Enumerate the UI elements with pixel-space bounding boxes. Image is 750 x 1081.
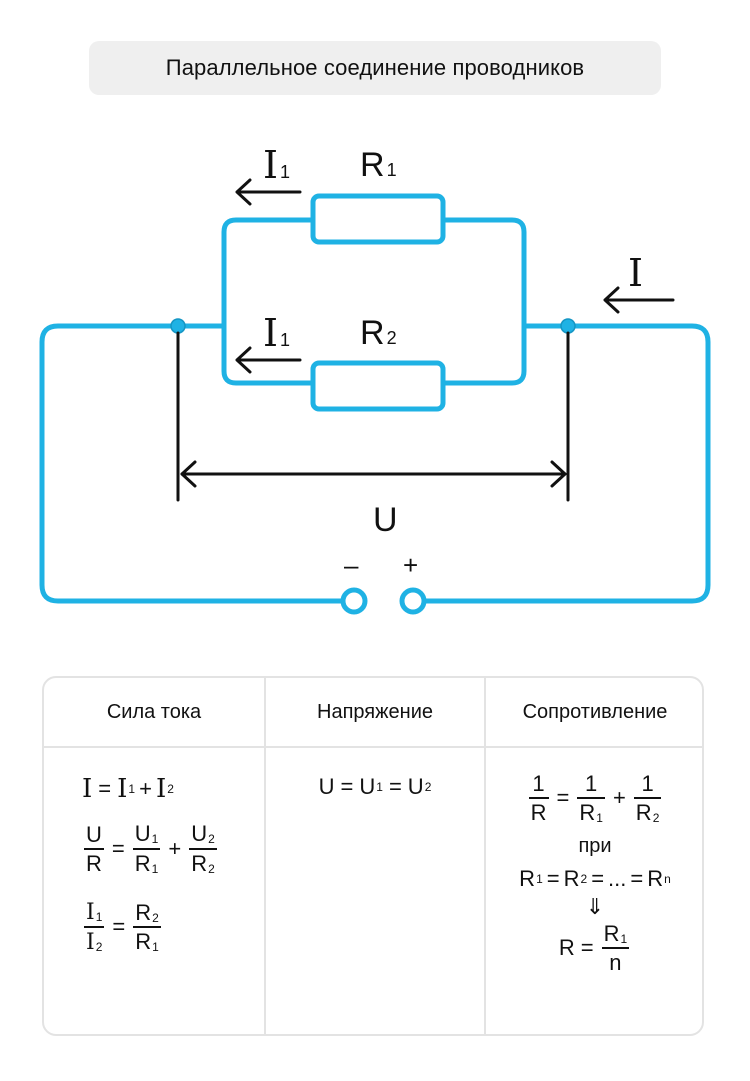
label-terminal-minus: – bbox=[344, 550, 359, 580]
table-header-row bbox=[44, 678, 702, 748]
column-divider bbox=[484, 678, 486, 1034]
implies-arrow-icon: ⇓ bbox=[585, 893, 605, 919]
wire-left-outer bbox=[39, 323, 345, 604]
label-i-total: I bbox=[628, 251, 643, 295]
header-voltage: Напряжение bbox=[317, 700, 433, 723]
column-divider bbox=[264, 678, 266, 1034]
wire-branch-top bbox=[221, 217, 316, 386]
header-current: Сила тока bbox=[106, 700, 202, 723]
terminal-positive bbox=[399, 587, 427, 615]
wire-right-outer bbox=[421, 323, 711, 604]
page-title: Параллельное соединение проводников bbox=[165, 55, 585, 80]
resistor-r2 bbox=[310, 360, 446, 412]
resistor-r1 bbox=[310, 193, 446, 245]
formula-table: Сила тока Напряжение Сопротивление I = I… bbox=[42, 676, 704, 1036]
condition-word: при bbox=[578, 834, 612, 857]
voltage-arrowhead-right bbox=[550, 460, 567, 488]
junction-right bbox=[560, 318, 576, 334]
junction-left bbox=[170, 318, 186, 334]
current-arrow-total bbox=[603, 286, 675, 314]
terminal-negative bbox=[340, 587, 368, 615]
title-banner: Параллельное соединение проводников bbox=[89, 41, 661, 95]
wire-branch-top-right bbox=[440, 217, 527, 386]
current-arrow-branch2 bbox=[235, 346, 302, 374]
current-arrow-branch1 bbox=[235, 178, 302, 206]
label-voltage-u: U bbox=[373, 501, 398, 539]
voltage-arrowhead-left bbox=[180, 460, 197, 488]
header-resistance: Сопротивление bbox=[522, 700, 668, 723]
label-terminal-plus: + bbox=[403, 550, 418, 580]
